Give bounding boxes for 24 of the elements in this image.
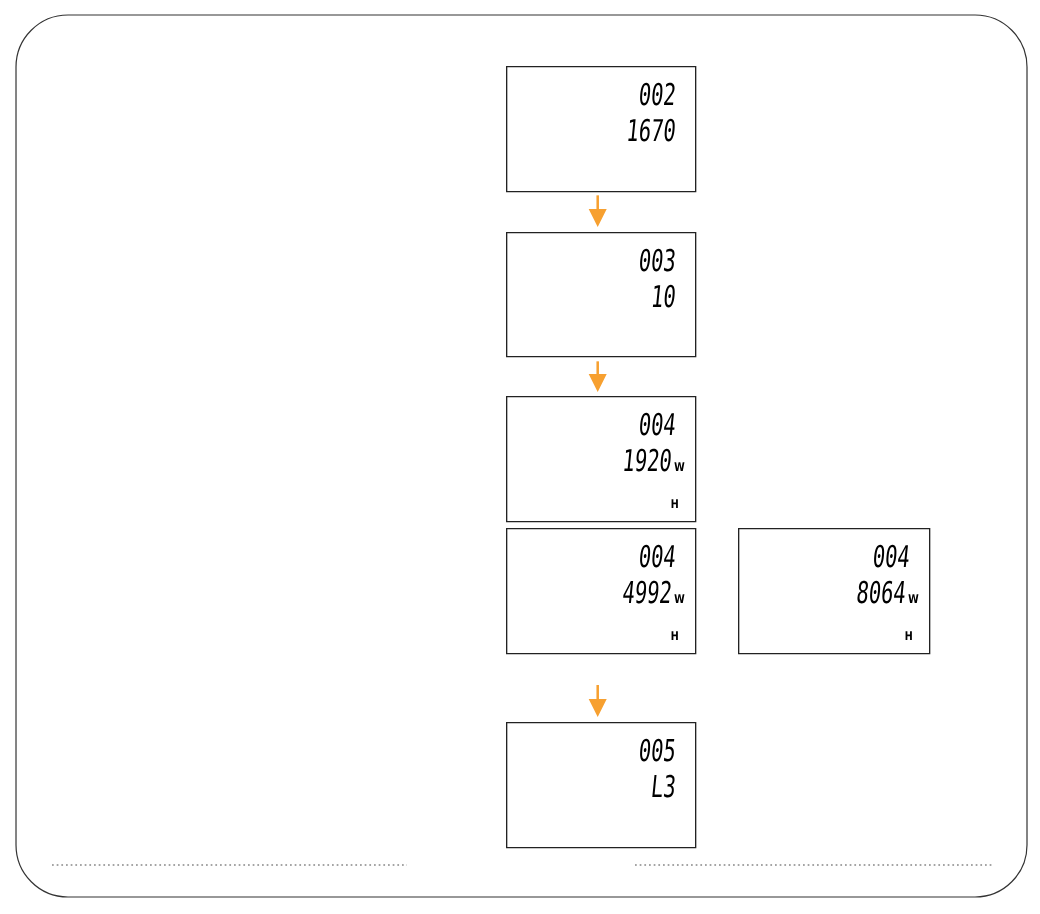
lcd-screen [506, 528, 697, 655]
lcd-screen [506, 232, 697, 358]
unit-letter: W [908, 594, 919, 603]
lcd-digits: L3 [652, 774, 675, 798]
lcd-screen [506, 722, 697, 849]
lcd-screen [738, 528, 931, 655]
lcd-screen [506, 396, 697, 523]
lcd-screen [506, 66, 697, 193]
lcd-digits: 004 [640, 544, 675, 568]
lcd-digits: 8064 [857, 580, 905, 604]
lcd-digits: 1670 [628, 118, 675, 142]
lcd-digits: 003 [640, 248, 675, 272]
unit-letter: W [674, 462, 685, 471]
lcd-digits: 004 [874, 544, 909, 568]
indicator-letter: H [671, 499, 678, 508]
lcd-digits: 005 [640, 738, 675, 762]
lcd-digits: 10 [652, 284, 675, 308]
lcd-digits: 1920 [624, 448, 671, 472]
lcd-digits: 004 [640, 412, 675, 436]
indicator-letter: H [671, 631, 678, 640]
unit-letter: W [674, 594, 685, 603]
lcd-digits: 4992 [623, 580, 671, 604]
lcd-digits: 002 [640, 82, 675, 106]
indicator-letter: H [905, 631, 912, 640]
